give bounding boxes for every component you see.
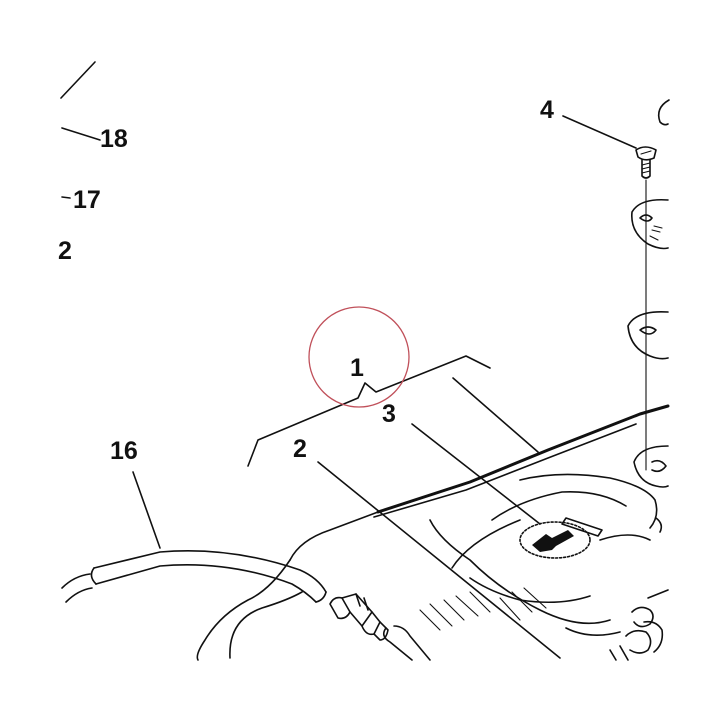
callout-17: 17 bbox=[73, 186, 101, 214]
callout-1: 1 bbox=[350, 354, 364, 382]
leader-4 bbox=[562, 115, 637, 149]
callout-3: 3 bbox=[382, 400, 396, 428]
hose-16 bbox=[61, 550, 327, 603]
highlight-circle bbox=[308, 306, 410, 408]
connector-fitting bbox=[329, 593, 389, 641]
leader-16 bbox=[132, 471, 161, 549]
part-fragment-top-left bbox=[60, 61, 96, 99]
leader-18 bbox=[61, 127, 101, 141]
leader-3 bbox=[411, 423, 541, 525]
callout-4: 4 bbox=[540, 96, 554, 124]
callout-2-left: 2 bbox=[58, 237, 72, 265]
fastener-stack bbox=[627, 99, 670, 488]
leader-17 bbox=[61, 196, 71, 199]
callout-16: 16 bbox=[110, 437, 138, 465]
tank-body bbox=[196, 404, 670, 661]
leader-1 bbox=[452, 377, 539, 453]
callout-18: 18 bbox=[100, 125, 128, 153]
callout-2: 2 bbox=[293, 435, 307, 463]
leader-2 bbox=[317, 461, 561, 659]
part-1-outline bbox=[247, 355, 491, 467]
